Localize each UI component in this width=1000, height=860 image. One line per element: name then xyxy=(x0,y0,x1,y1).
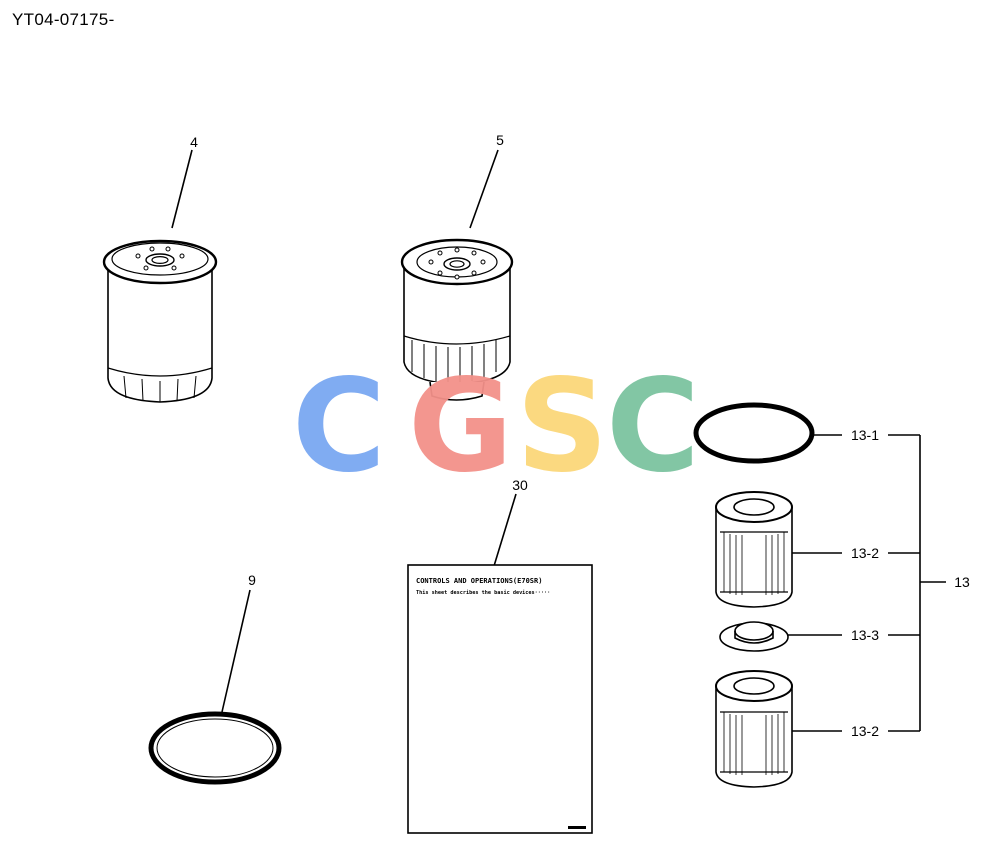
callout-13-2-lower: 13-2 xyxy=(851,723,879,739)
cgsc-watermark: C G S C xyxy=(292,352,700,501)
document-code: YT04-07175- xyxy=(12,10,115,29)
manual-part-30 xyxy=(407,493,593,834)
callout-13-3: 13-3 xyxy=(851,627,879,643)
callout-13: 13 xyxy=(954,574,970,590)
o-ring-13-1 xyxy=(693,402,815,464)
callout-4: 4 xyxy=(190,134,198,150)
filter-element-13-2-lower xyxy=(715,670,793,788)
callout-30: 30 xyxy=(512,477,528,493)
seal-washer-13-3 xyxy=(719,621,789,652)
watermark-letter-2: G xyxy=(408,352,513,501)
filter-element-13-2-upper xyxy=(715,491,793,608)
callout-13-1: 13-1 xyxy=(851,427,879,443)
manual-subtitle: This sheet describes the basic devices··… xyxy=(416,590,550,596)
callout-9: 9 xyxy=(248,572,256,588)
manual-title: CONTROLS AND OPERATIONS(E70SR) xyxy=(416,577,542,585)
watermark-letter-4: C xyxy=(606,352,700,501)
callout-13-2-upper: 13-2 xyxy=(851,545,879,561)
o-ring-part-9 xyxy=(148,589,282,785)
watermark-letter-1: C xyxy=(292,352,386,501)
callout-5: 5 xyxy=(496,132,504,148)
assembly-13-bracket xyxy=(788,434,946,732)
watermark-letter-3: S xyxy=(516,352,608,501)
fuel-filter-part-5 xyxy=(400,149,514,401)
oil-filter-part-4 xyxy=(102,149,218,403)
